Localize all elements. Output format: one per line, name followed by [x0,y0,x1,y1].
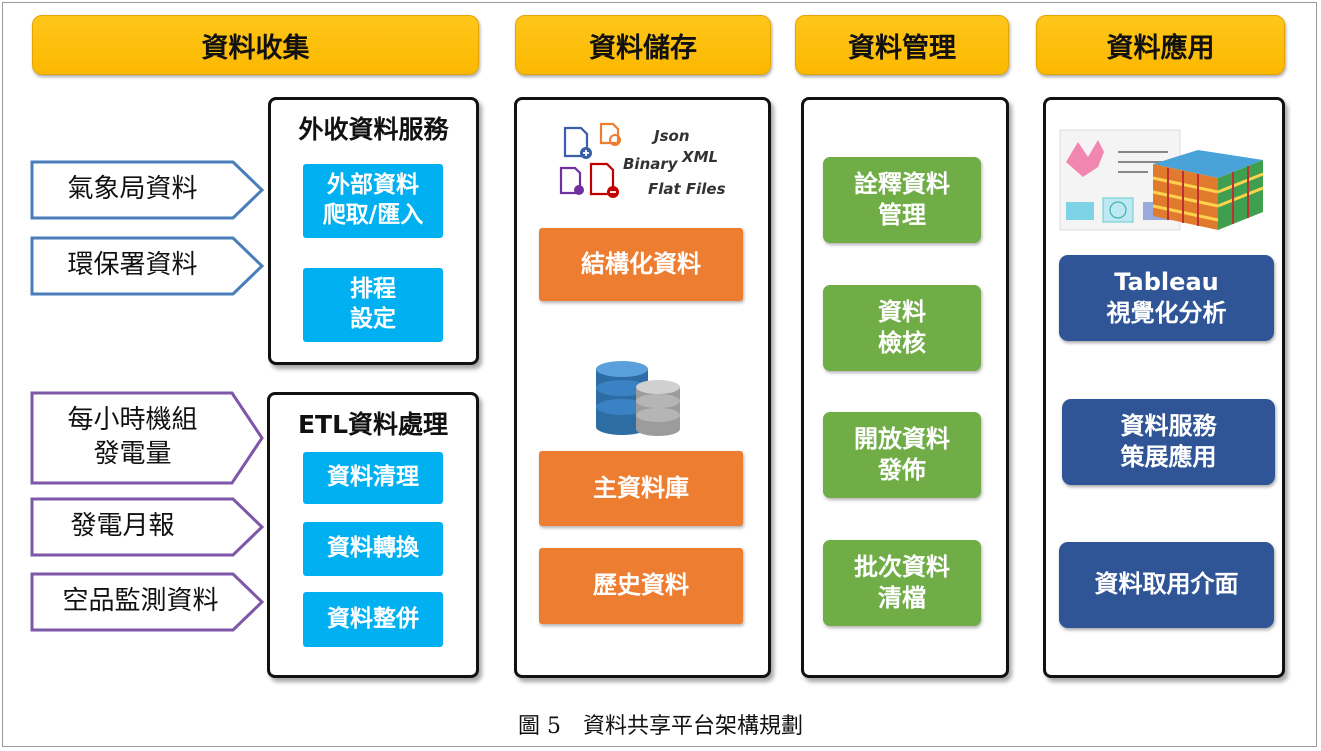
format-flat-files: Flat Files [648,180,726,198]
history-data-box: 歷史資料 [539,548,743,624]
data-access-interface-box: 資料取用介面 [1059,542,1274,628]
header-data-management: 資料管理 [795,15,1009,75]
format-json: Json [654,127,690,145]
header-data-application: 資料應用 [1036,15,1285,75]
source-arrow-air-quality [30,572,265,632]
header-data-collection: 資料收集 [32,15,479,75]
visualization-cube-image [1059,129,1264,231]
schedule-setting-box: 排程 設定 [303,268,443,342]
source-label-air-quality: 空品監測資料 [62,586,219,617]
format-xml: XML [682,148,719,166]
database-icon [596,361,680,436]
external-crawl-import-box: 外部資料 爬取/匯入 [303,164,443,238]
batch-archive-box: 批次資料 清檔 [823,540,981,626]
open-data-publish-box: 開放資料 發佈 [823,412,981,498]
data-verification-box: 資料 檢核 [823,285,981,371]
data-merge-box: 資料整併 [303,592,443,647]
data-service-curation-box: 資料服務 策展應用 [1062,399,1275,485]
header-data-storage: 資料儲存 [515,15,771,75]
source-arrow-monthly-report [30,497,265,557]
external-panel-title: 外收資料服務 [298,115,449,144]
main-database-box: 主資料庫 [539,451,743,526]
source-label-epa: 環保署資料 [67,250,198,281]
document-files-icon [559,122,621,198]
etl-panel-title: ETL資料處理 [297,410,449,439]
source-arrow-epa [30,236,265,296]
source-arrow-hourly-power [30,391,264,485]
metadata-management-box: 詮釋資料 管理 [823,157,981,243]
source-label-weather: 氣象局資料 [67,174,198,205]
structured-data-box: 結構化資料 [539,228,743,301]
source-arrow-weather [30,160,265,220]
format-binary: Binary [623,155,678,173]
tableau-visual-analysis-box: Tableau 視覺化分析 [1059,255,1274,341]
data-transform-box: 資料轉換 [303,522,443,576]
figure-caption: 圖 5 資料共享平台架構規劃 [518,714,803,739]
source-label-hourly-power: 每小時機組 發電量 [67,405,198,469]
data-cleaning-box: 資料清理 [303,452,443,504]
source-label-monthly-report: 發電月報 [70,511,175,542]
